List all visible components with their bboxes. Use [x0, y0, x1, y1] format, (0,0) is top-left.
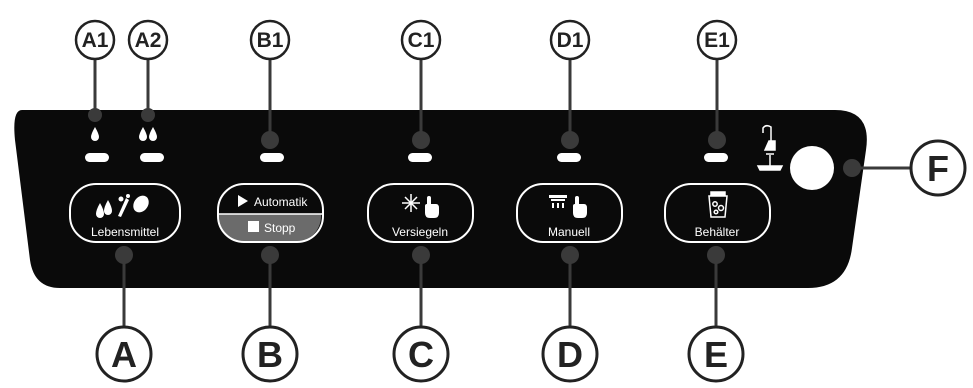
manual-spray-icon	[549, 195, 567, 208]
callout-a2: A2	[127, 19, 169, 61]
callout-c1: C1	[400, 19, 442, 61]
callout-a1: A1	[74, 19, 116, 61]
callout-c1-label: C1	[408, 29, 435, 52]
led-a1	[85, 153, 109, 162]
faucet-icon	[756, 124, 784, 171]
round-port	[790, 146, 834, 190]
callout-d-label: D	[557, 334, 583, 375]
lebensmittel-button[interactable]: Lebensmittel	[69, 183, 181, 243]
water-drop-icon	[91, 127, 99, 141]
hand-pointer-icon	[573, 196, 587, 218]
callout-b: B	[241, 325, 299, 383]
callout-a-label: A	[111, 334, 137, 375]
callout-d1: D1	[549, 19, 591, 61]
led-c1	[408, 153, 432, 162]
food-icon	[96, 194, 149, 218]
manuell-label: Manuell	[548, 225, 590, 239]
callout-d1-label: D1	[557, 29, 584, 52]
versiegeln-label: Versiegeln	[392, 225, 448, 239]
callout-d: D	[541, 325, 599, 383]
callout-b1-label: B1	[257, 29, 284, 52]
led-a2	[140, 153, 164, 162]
led-e1	[704, 153, 728, 162]
callout-e: E	[687, 325, 745, 383]
lebensmittel-label: Lebensmittel	[91, 225, 159, 239]
callout-a2-label: A2	[135, 29, 162, 52]
stopp-band	[218, 214, 322, 243]
callout-b-label: B	[257, 334, 283, 375]
top-callouts: A1 A2 B1 C1 D1 E1	[74, 19, 738, 61]
automatik-label: Automatik	[254, 195, 308, 209]
stop-icon	[248, 221, 259, 232]
bottom-leader-dots	[115, 159, 861, 264]
callout-e1-label: E1	[704, 29, 730, 52]
callout-f-label: F	[927, 148, 949, 189]
automatik-stopp-button[interactable]: Automatik Stopp	[217, 183, 324, 243]
callout-a: A	[95, 325, 153, 383]
led-d1	[557, 153, 581, 162]
manuell-button[interactable]: Manuell	[516, 183, 623, 243]
bottom-leader-lines	[122, 166, 910, 333]
callout-c: C	[392, 325, 450, 383]
led-b1	[260, 153, 284, 162]
bottom-callouts: A B C D E F	[95, 139, 967, 383]
callout-f: F	[909, 139, 967, 197]
callout-b1: B1	[249, 19, 291, 61]
indicator-leds	[85, 153, 728, 162]
callout-a1-label: A1	[82, 29, 109, 52]
container-icon	[708, 191, 728, 218]
top-leader-dots	[88, 108, 726, 149]
stopp-label: Stopp	[264, 221, 296, 235]
top-leader-lines	[93, 60, 719, 138]
callout-c-label: C	[408, 334, 434, 375]
play-icon	[238, 195, 248, 207]
hand-pointer-icon	[425, 196, 439, 218]
behaelter-button[interactable]: Behälter	[664, 183, 771, 243]
seal-sparkle-icon	[402, 194, 420, 212]
callout-e-label: E	[704, 334, 728, 375]
double-water-drop-icon	[139, 127, 157, 141]
behaelter-label: Behälter	[695, 225, 740, 239]
callout-e1: E1	[696, 19, 738, 61]
versiegeln-button[interactable]: Versiegeln	[367, 183, 474, 243]
